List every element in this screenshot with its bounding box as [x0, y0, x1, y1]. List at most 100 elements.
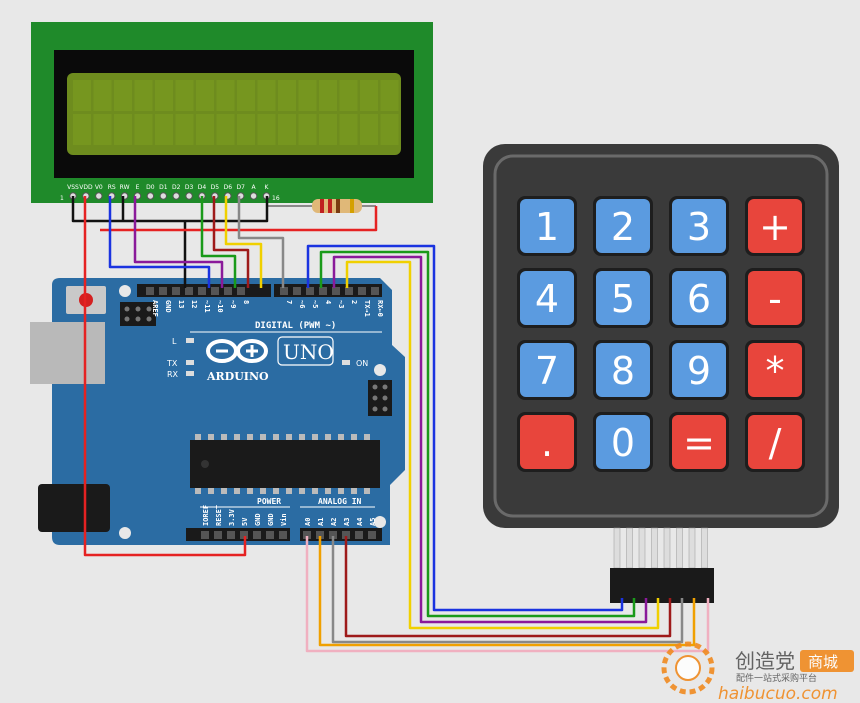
power-pin-hole[interactable]	[240, 531, 248, 539]
keypad-key-5[interactable]: 4	[517, 268, 577, 328]
led-l	[186, 338, 194, 343]
power-pin-hole[interactable]	[201, 531, 209, 539]
digital-pin-hole[interactable]	[371, 287, 379, 295]
wire-keypad-6	[331, 536, 684, 644]
lcd-pin[interactable]	[159, 192, 168, 200]
digital-pin-hole[interactable]	[237, 287, 245, 295]
analog-pin-label: A4	[356, 518, 364, 526]
lcd-pin[interactable]	[95, 192, 103, 200]
watermark-badge: 商城	[808, 653, 838, 671]
digital-pin-hole[interactable]	[146, 287, 154, 295]
icsp-header-2	[368, 380, 392, 416]
keypad-key-11[interactable]: 9	[669, 340, 729, 400]
lcd-pin-label: D4	[198, 184, 207, 191]
digital-pin-hole[interactable]	[159, 287, 167, 295]
lcd-char-cell	[380, 80, 399, 111]
analog-pin-label: A1	[317, 518, 325, 526]
keypad-key-10[interactable]: 8	[593, 340, 653, 400]
lcd-pin[interactable]	[185, 192, 193, 200]
lcd-pin[interactable]	[172, 192, 180, 200]
keypad-key-7[interactable]: 6	[669, 268, 729, 328]
digital-pin-hole[interactable]	[332, 287, 340, 295]
analog-pin-hole[interactable]	[329, 531, 337, 539]
digital-pin-hole[interactable]	[172, 287, 180, 295]
keypad-key-13[interactable]: .	[517, 412, 577, 472]
power-pin-hole[interactable]	[227, 531, 235, 539]
lcd-pin-label: D7	[236, 184, 245, 191]
lcd-pin-label: VDD	[79, 184, 93, 191]
keypad-key-label: -	[768, 277, 782, 321]
keypad-key-14[interactable]: 0	[593, 412, 653, 472]
keypad-key-label: +	[759, 205, 791, 249]
digital-pin-label: 2	[350, 300, 358, 304]
atmega-chip	[190, 434, 380, 494]
watermark-domain: haibucuo.com	[718, 684, 838, 703]
keypad-key-9[interactable]: 7	[517, 340, 577, 400]
digital-pin-hole[interactable]	[280, 287, 288, 295]
lcd-char-cell	[360, 114, 378, 145]
power-pin-hole[interactable]	[279, 531, 287, 539]
lcd-char-cell	[73, 114, 91, 145]
wire-d7	[237, 196, 285, 288]
lcd-char-cell	[257, 80, 276, 111]
keypad-key-label: 2	[611, 205, 635, 249]
keypad-key-6[interactable]: 5	[593, 268, 653, 328]
digital-pin-label: ~5	[311, 300, 319, 308]
digital-pin-hole[interactable]	[224, 287, 232, 295]
analog-pin-hole[interactable]	[355, 531, 363, 539]
bottom-pin-holes	[201, 531, 376, 539]
power-jack	[38, 484, 110, 532]
keypad-key-3[interactable]: 3	[669, 196, 729, 256]
analog-pin-hole[interactable]	[368, 531, 376, 539]
keypad-key-label: =	[683, 421, 715, 465]
digital-pin-label: 8	[242, 300, 250, 304]
lcd-char-cell	[319, 114, 337, 145]
power-pin-hole[interactable]	[266, 531, 274, 539]
led-tx	[186, 360, 194, 365]
keypad-key-label: 3	[687, 205, 711, 249]
digital-pin-hole[interactable]	[345, 287, 353, 295]
led-rx	[186, 371, 194, 376]
digital-pin-hole[interactable]	[198, 287, 206, 295]
digital-pin-hole[interactable]	[185, 287, 193, 295]
keypad-key-12[interactable]: *	[745, 340, 805, 400]
lcd-char-cell	[339, 114, 358, 145]
lcd-pin[interactable]	[249, 192, 258, 200]
lcd-char-cell	[155, 114, 173, 145]
analog-pin-hole[interactable]	[303, 531, 311, 539]
digital-pin-label: TX→1	[363, 300, 371, 317]
wire-d5	[212, 196, 250, 288]
keypad-key-1[interactable]: 1	[517, 196, 577, 256]
keypad-key-8[interactable]: -	[745, 268, 805, 328]
lcd-pin-label: RW	[120, 184, 130, 191]
wire-keypad-7	[318, 536, 696, 647]
power-pin-hole[interactable]	[253, 531, 261, 539]
keypad-key-label: 1	[535, 205, 559, 249]
digital-pin-hole[interactable]	[293, 287, 301, 295]
lcd-char-cell	[298, 80, 317, 111]
led-l-label: L	[172, 337, 177, 346]
wire-keypad-8	[305, 536, 710, 653]
digital-pin-label: ~3	[337, 300, 345, 308]
digital-pin-hole[interactable]	[319, 287, 327, 295]
keypad-key-label: 9	[687, 349, 711, 393]
lcd-pin-label: D3	[185, 184, 194, 191]
keypad-key-4[interactable]: +	[745, 196, 805, 256]
keypad-key-16[interactable]: /	[745, 412, 805, 472]
lcd-pin-label: D2	[172, 184, 181, 191]
analog-pin-hole[interactable]	[342, 531, 350, 539]
digital-pin-hole[interactable]	[306, 287, 314, 295]
lcd-char-cell	[114, 80, 132, 111]
led-on	[342, 360, 350, 365]
power-pin-hole[interactable]	[214, 531, 222, 539]
digital-pin-hole[interactable]	[358, 287, 366, 295]
keypad-key-2[interactable]: 2	[593, 196, 653, 256]
analog-pin-hole[interactable]	[316, 531, 324, 539]
digital-pin-hole[interactable]	[211, 287, 219, 295]
keypad-key-15[interactable]: =	[669, 412, 729, 472]
lcd-char-cell	[114, 114, 132, 145]
lcd-pin[interactable]	[146, 192, 155, 200]
